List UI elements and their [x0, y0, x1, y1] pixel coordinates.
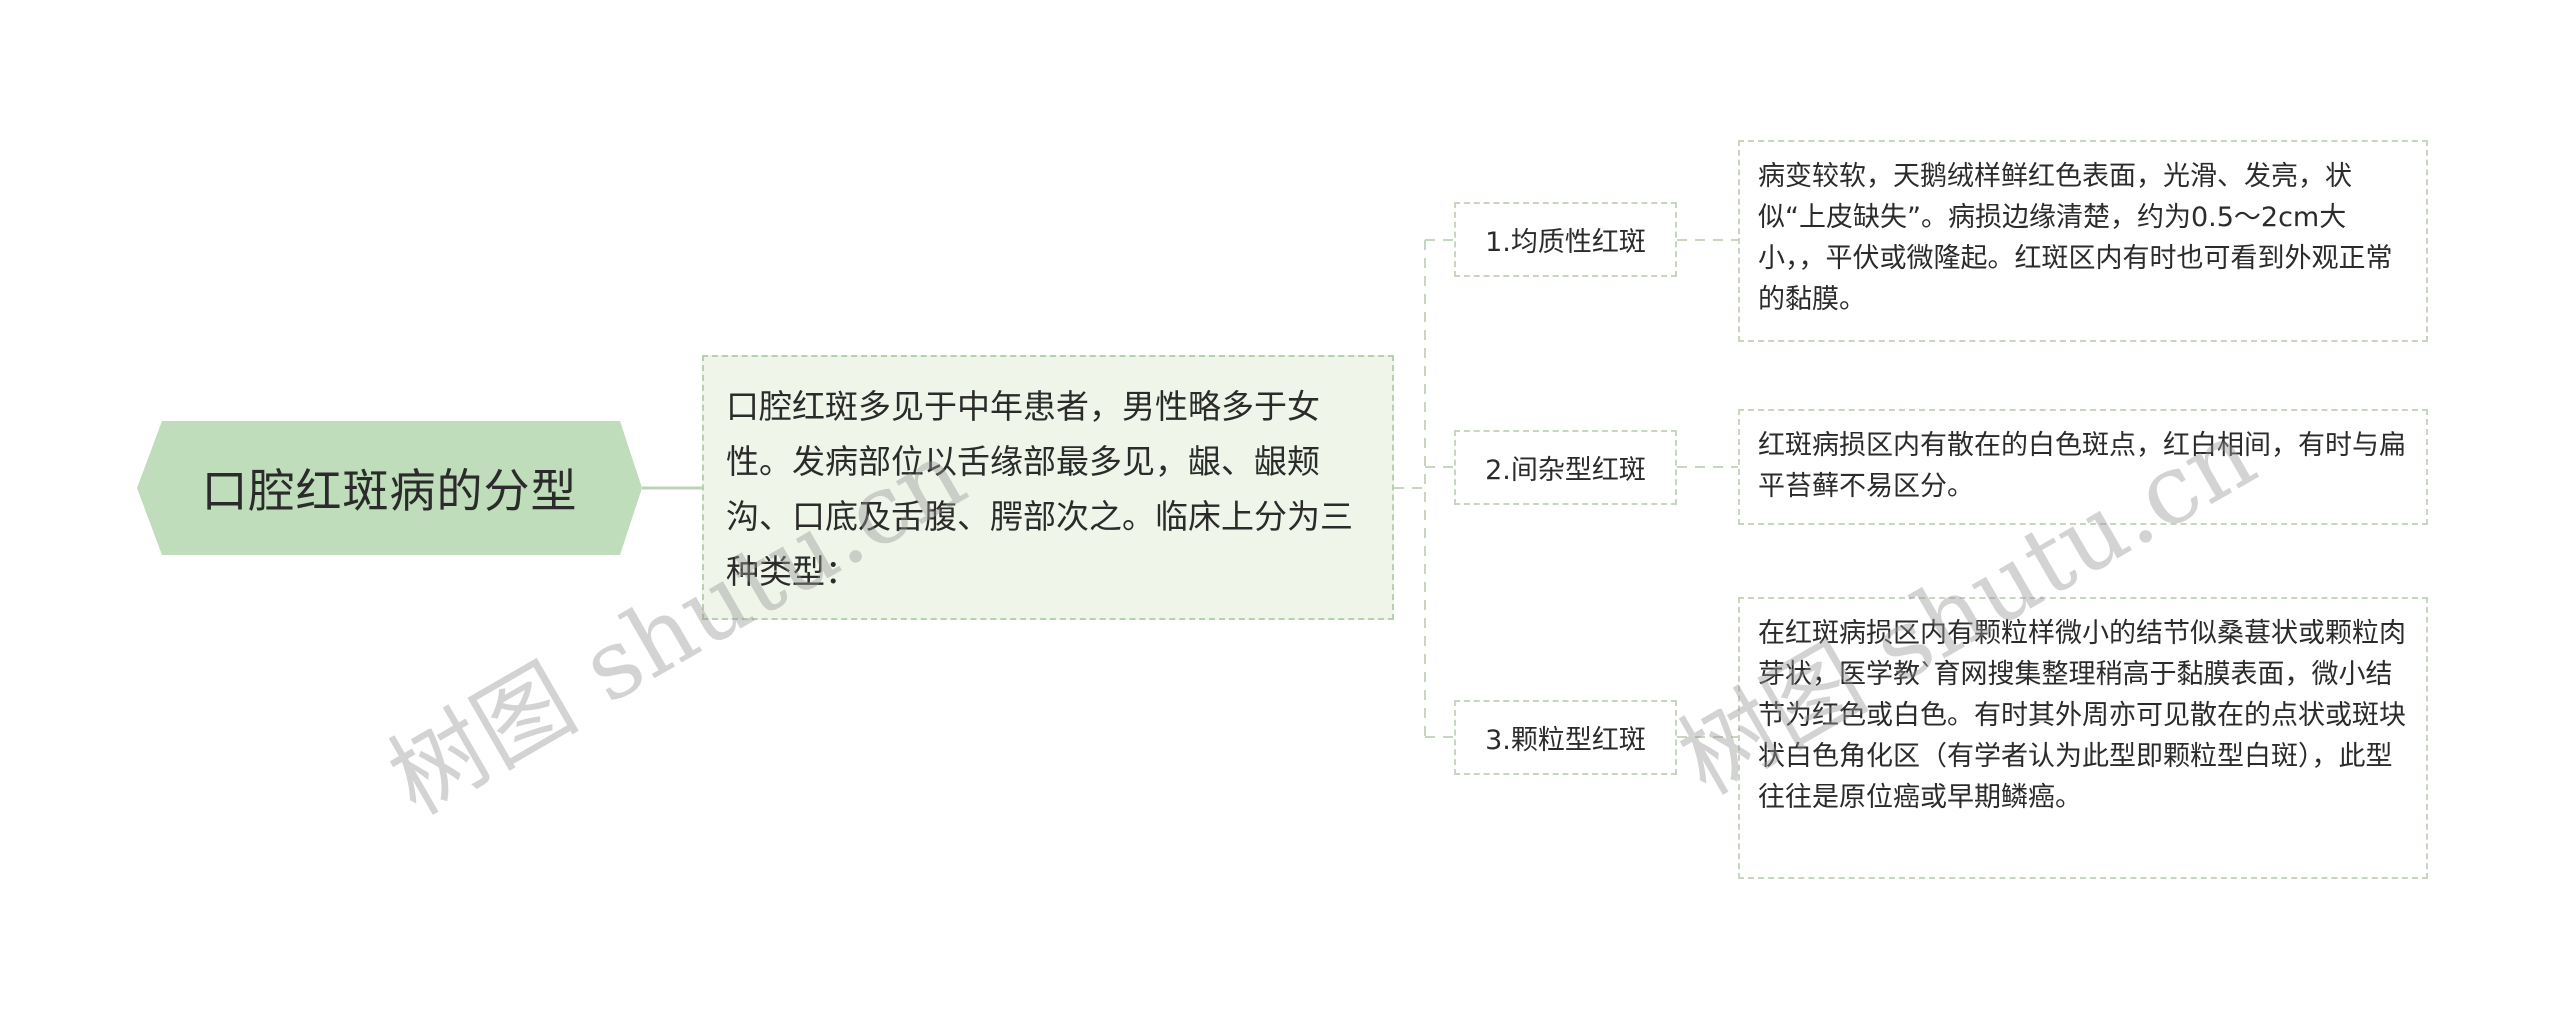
leaf-text: 在红斑病损区内有颗粒样微小的结节似桑葚状或颗粒肉芽状，医学教`育网搜集整理稍高于…: [1758, 618, 2406, 813]
leaf-text: 病变较软，天鹅绒样鲜红色表面，光滑、发亮，状似“上皮缺失”。病损边缘清楚，约为0…: [1758, 161, 2393, 315]
leaf-detail-homogeneous[interactable]: 病变较软，天鹅绒样鲜红色表面，光滑、发亮，状似“上皮缺失”。病损边缘清楚，约为0…: [1738, 140, 2428, 342]
branch-label: 1.均质性红斑: [1485, 227, 1646, 258]
branch-label: 2.间杂型红斑: [1485, 455, 1646, 486]
root-topic[interactable]: 口腔红斑病的分型: [137, 421, 642, 555]
branch-topic-granular[interactable]: 3.颗粒型红斑: [1454, 700, 1677, 775]
branch-topic-homogeneous[interactable]: 1.均质性红斑: [1454, 202, 1677, 277]
branch-label: 3.颗粒型红斑: [1485, 725, 1646, 756]
leaf-detail-granular[interactable]: 在红斑病损区内有颗粒样微小的结节似桑葚状或颗粒肉芽状，医学教`育网搜集整理稍高于…: [1738, 597, 2428, 879]
summary-topic[interactable]: 口腔红斑多见于中年患者，男性略多于女性。发病部位以舌缘部最多见，龈、龈颊沟、口底…: [702, 355, 1394, 620]
root-topic-label: 口腔红斑病的分型: [201, 464, 578, 518]
branch-topic-speckled[interactable]: 2.间杂型红斑: [1454, 430, 1677, 505]
leaf-detail-speckled[interactable]: 红斑病损区内有散在的白色斑点，红白相间，有时与扁平苔藓不易区分。: [1738, 409, 2428, 525]
leaf-text: 红斑病损区内有散在的白色斑点，红白相间，有时与扁平苔藓不易区分。: [1758, 430, 2406, 502]
summary-text: 口腔红斑多见于中年患者，男性略多于女性。发病部位以舌缘部最多见，龈、龈颊沟、口底…: [726, 387, 1353, 591]
